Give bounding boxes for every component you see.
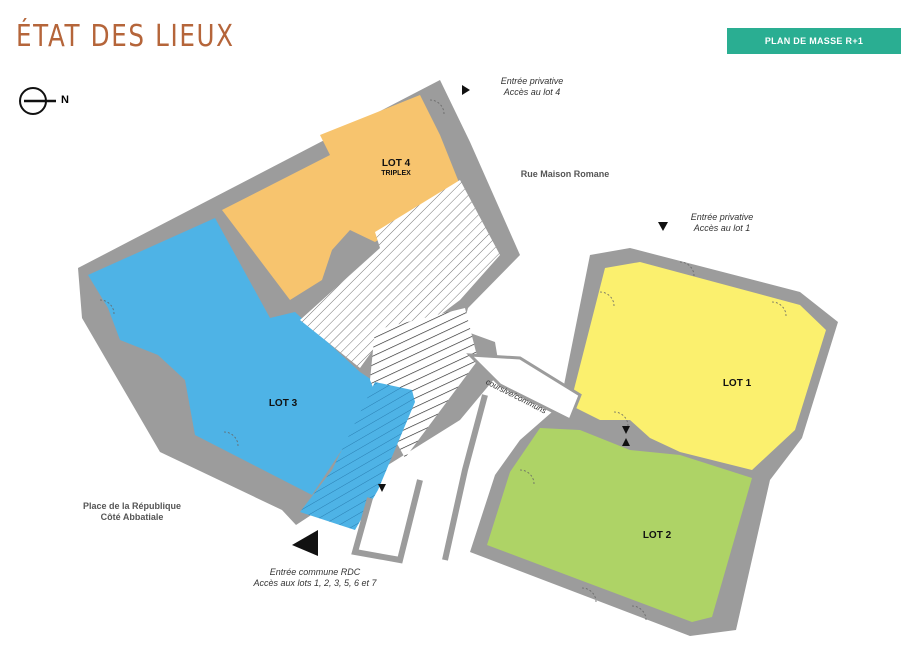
lot-4-area xyxy=(222,95,460,300)
entrance-lot4-arrow xyxy=(462,85,470,95)
entrance-common-label: Entrée commune RDC Accès aux lots 1, 2, … xyxy=(230,567,400,590)
entrance-common-arrow xyxy=(292,530,318,556)
lot-3-label: LOT 3 xyxy=(268,398,298,409)
entrance-common-line2: Accès aux lots 1, 2, 3, 5, 6 et 7 xyxy=(253,578,377,589)
entrance-lot4-label: Entrée privative Accès au lot 4 xyxy=(482,76,582,99)
corridor xyxy=(466,353,582,423)
corridor-arrow-1 xyxy=(622,426,630,434)
entrance-lot1-line1: Entrée privative xyxy=(690,212,754,222)
entrance-staircase xyxy=(300,382,415,530)
lot-1-label: LOT 1 xyxy=(722,378,752,389)
entrance-lot4-line2: Accès au lot 4 xyxy=(503,87,561,98)
entrance-lot1-arrow xyxy=(658,222,668,231)
lot-4-title: LOT 4 xyxy=(381,158,411,169)
place-label: Place de la République Côté Abbatiale xyxy=(62,501,202,524)
lot-2-area xyxy=(487,428,752,622)
annex-walls xyxy=(351,479,423,564)
page-title: ÉTAT DES LIEUX xyxy=(16,19,235,54)
place-line2: Côté Abbatiale xyxy=(100,512,164,523)
street-label: Rue Maison Romane xyxy=(520,169,610,179)
north-label: N xyxy=(61,94,69,106)
plan-level-badge[interactable]: PLAN DE MASSE R+1 xyxy=(727,28,901,54)
lot-2-label: LOT 2 xyxy=(642,530,672,541)
annex-walls-2 xyxy=(442,394,488,561)
entrance-lot1-line2: Accès au lot 1 xyxy=(693,223,751,234)
common-void xyxy=(300,180,500,368)
lot-4-label: LOT 4 TRIPLEX xyxy=(366,158,426,178)
lot-1-area xyxy=(570,262,826,470)
compass-icon xyxy=(19,87,56,115)
north-compass: N xyxy=(18,86,78,118)
lot-4-subtitle: TRIPLEX xyxy=(381,170,411,177)
entrance-lot1-label: Entrée privative Accès au lot 1 xyxy=(672,212,772,235)
corridor-arrow-2 xyxy=(622,438,630,446)
entrance-lot4-line1: Entrée privative xyxy=(500,76,564,86)
place-line1: Place de la République xyxy=(82,501,182,511)
entrance-common-line1: Entrée commune RDC xyxy=(269,567,361,577)
lot-3-area xyxy=(88,218,375,495)
door-swings xyxy=(99,99,787,621)
stair-arrow xyxy=(378,484,386,492)
